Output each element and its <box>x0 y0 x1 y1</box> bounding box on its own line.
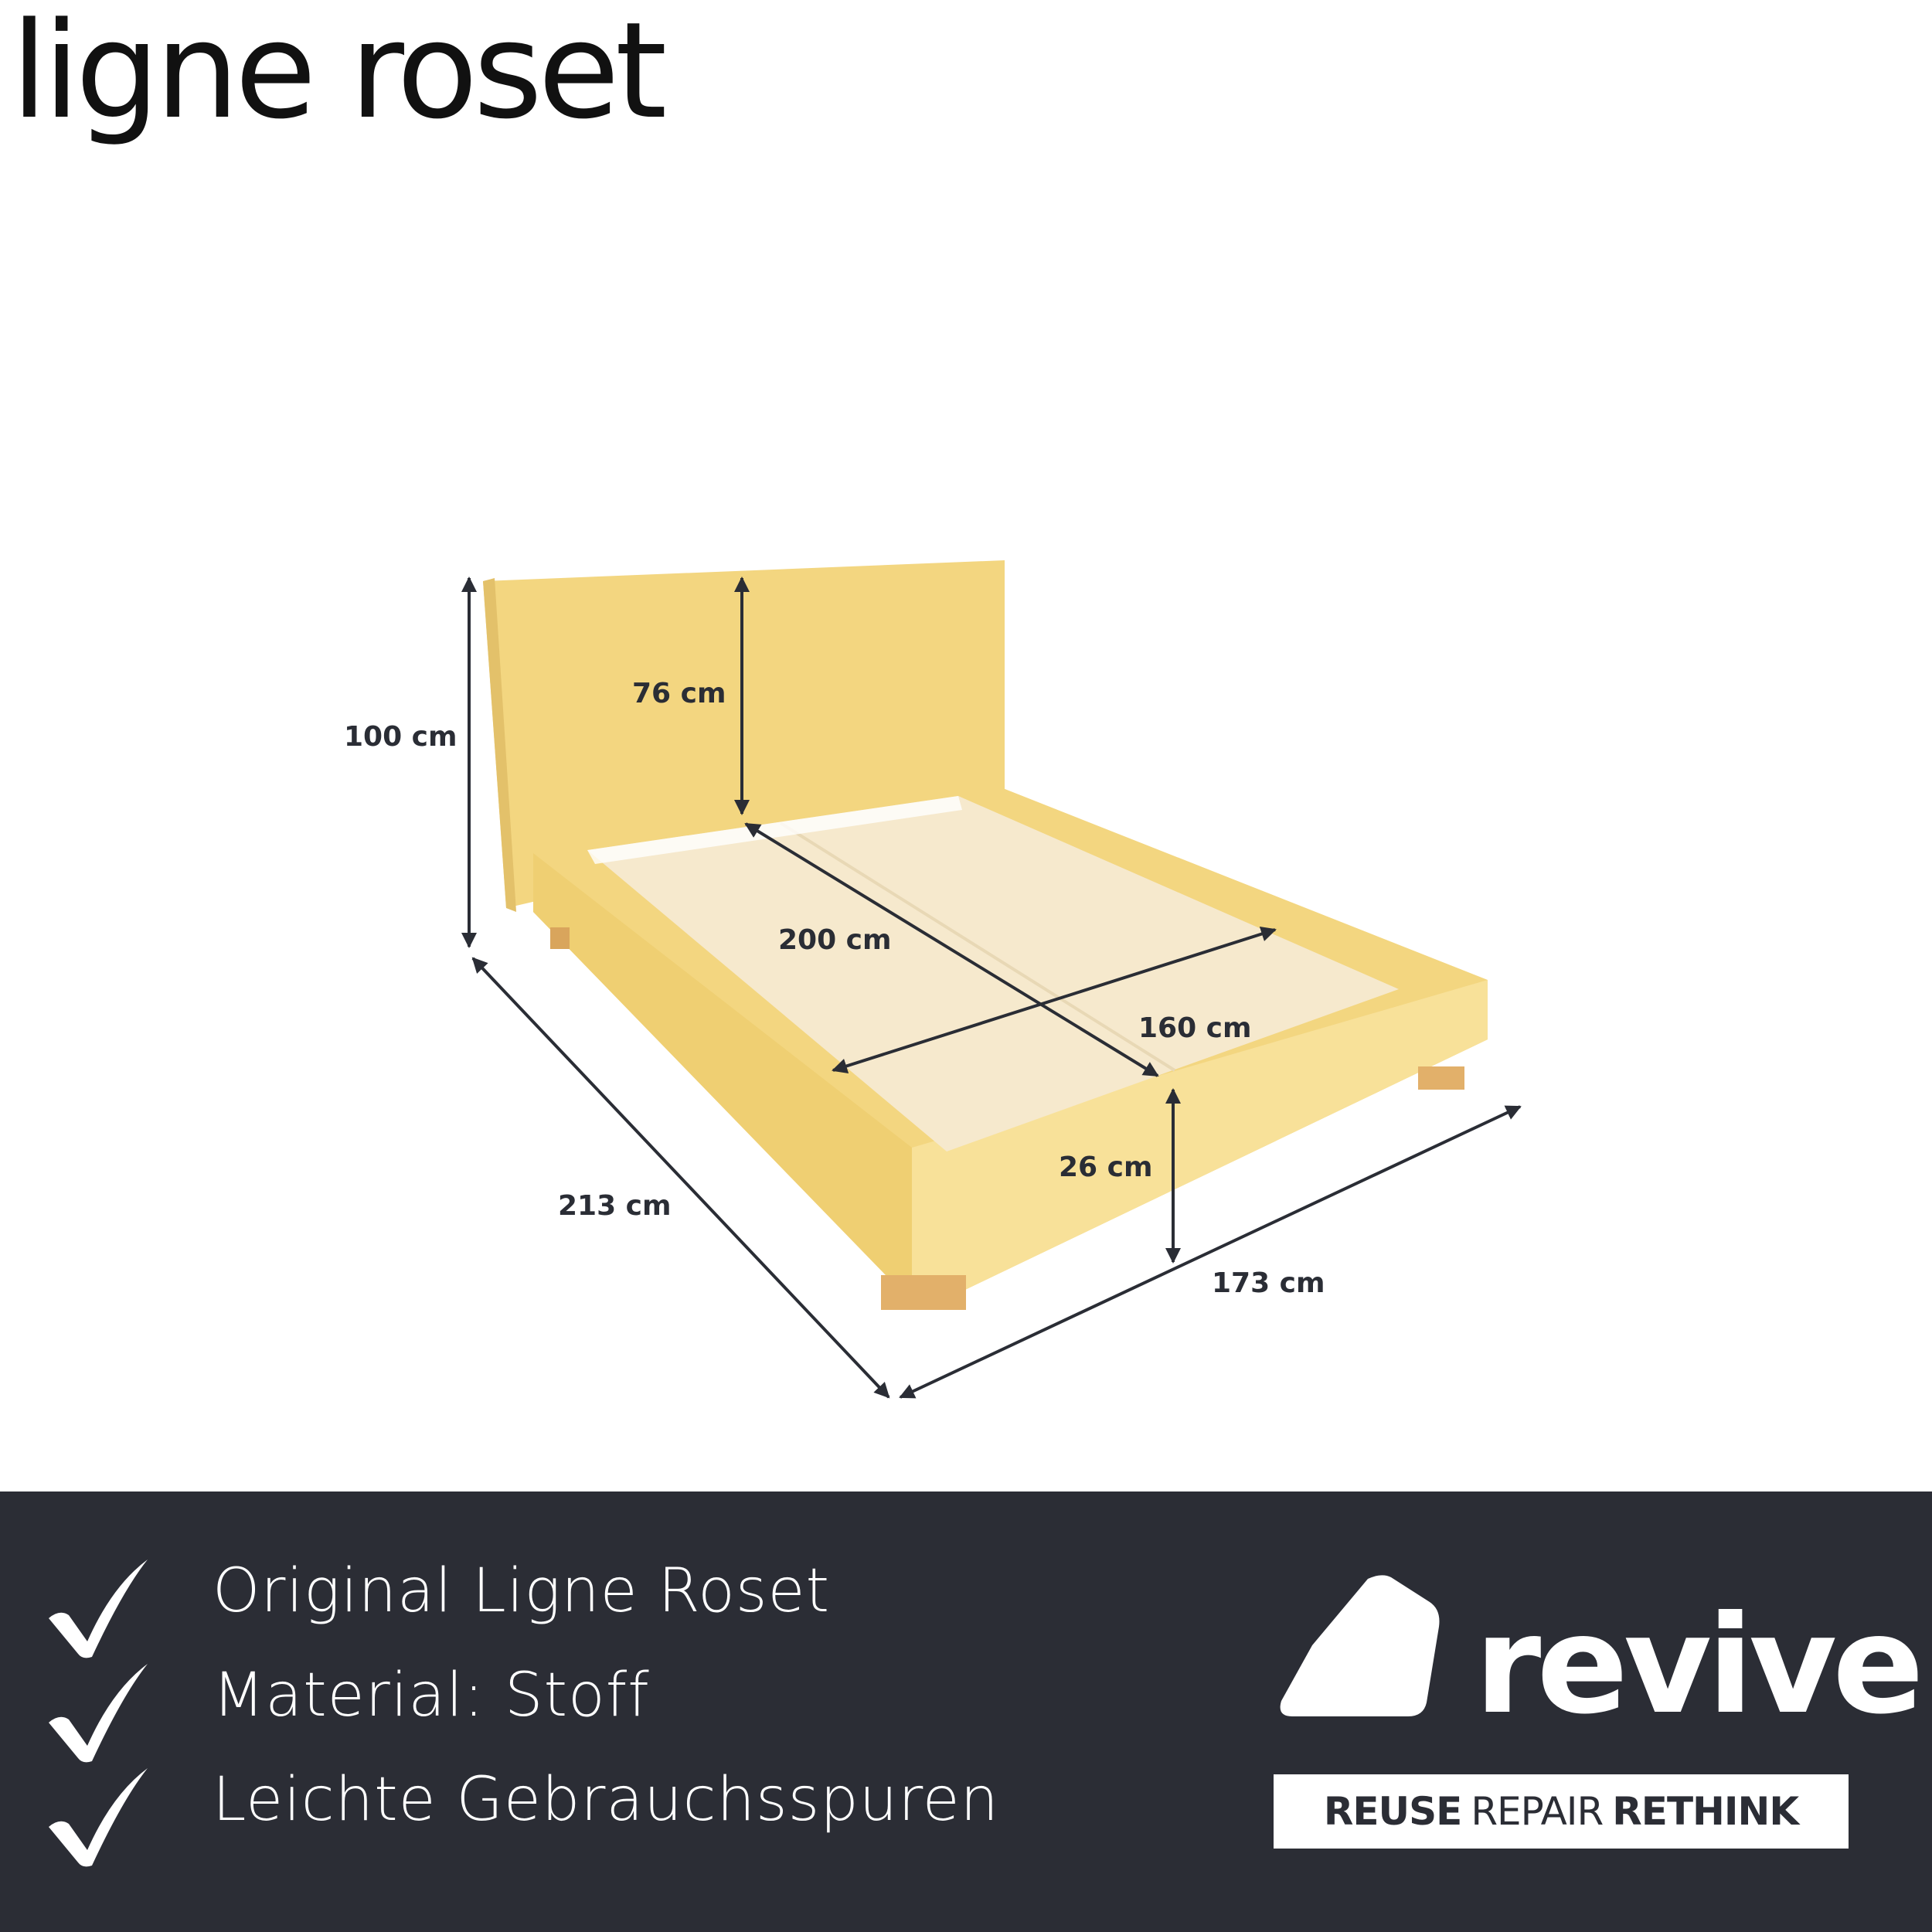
feature-label: Leichte Gebrauchsspuren <box>213 1765 999 1835</box>
feature-item: Original Ligne Roset <box>0 1555 1159 1658</box>
bed-foot <box>881 1275 966 1310</box>
product-illustration <box>461 560 1522 1399</box>
feature-label: Original Ligne Roset <box>213 1556 831 1626</box>
dim-label-length-inner: 200 cm <box>778 924 892 956</box>
revive-wordmark: revive <box>1475 1587 1924 1744</box>
tagline-rethink: RETHINK <box>1612 1789 1799 1834</box>
checkmark-icon <box>49 1560 148 1658</box>
feature-label: Material: Stoff <box>213 1661 650 1730</box>
tagline-reuse: REUSE <box>1323 1789 1462 1834</box>
revive-tagline: REUSE REPAIR RETHINK <box>1274 1774 1849 1849</box>
dim-label-height-total: 100 cm <box>344 721 457 753</box>
arrow-length-total <box>471 957 890 1399</box>
brand-logo: ligne roset <box>11 0 667 148</box>
checkmark-icon <box>49 1664 148 1763</box>
bed-foot <box>550 927 570 949</box>
tagline-repair: REPAIR <box>1471 1789 1604 1834</box>
feature-item: Material: Stoff <box>0 1659 1159 1763</box>
feature-item: Leichte Gebrauchsspuren <box>0 1764 1159 1867</box>
revive-logo-icon <box>1280 1575 1440 1716</box>
footer-banner: Original Ligne Roset Material: Stoff Lei… <box>0 1492 1932 1932</box>
headboard-side <box>483 578 516 912</box>
dim-label-headboard-height: 76 cm <box>632 678 726 709</box>
dim-label-frame-height: 26 cm <box>1059 1151 1153 1183</box>
arrow-width-inner <box>832 926 1277 1074</box>
checkmark-icon <box>49 1768 148 1867</box>
dim-label-length-total: 213 cm <box>558 1190 672 1222</box>
arrow-width-total <box>899 1105 1522 1399</box>
dim-label-width-inner: 160 cm <box>1138 1012 1252 1044</box>
dim-label-width-total: 173 cm <box>1212 1267 1325 1299</box>
bed-foot <box>1418 1066 1464 1090</box>
